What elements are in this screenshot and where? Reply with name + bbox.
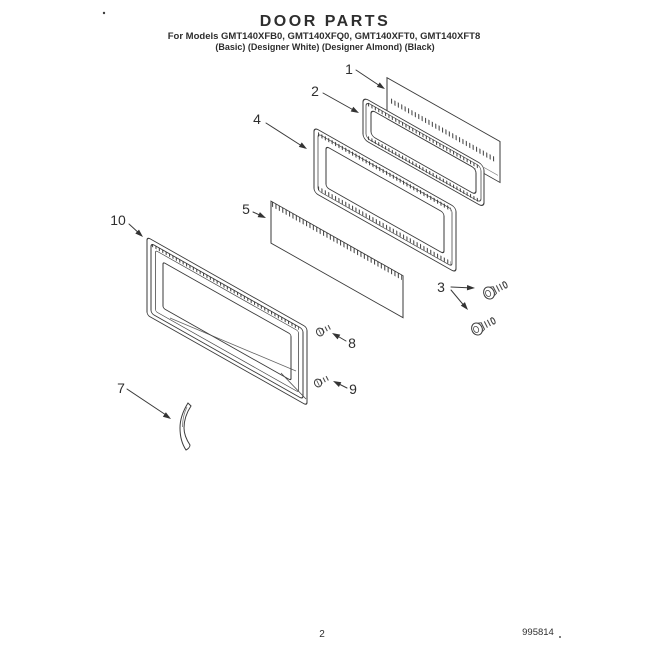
arrowhead [298, 142, 307, 149]
arrowhead [332, 333, 341, 340]
door-panel-back-edge-line [169, 317, 297, 372]
arrowhead [460, 302, 468, 310]
callout-2: 2 [311, 83, 359, 113]
screen-sheet-hatch-edge [272, 201, 402, 281]
door-panel-outer-outline [146, 237, 308, 405]
choke-frame-mid-outline [317, 134, 453, 266]
page-title: DOOR PARTS [260, 13, 390, 30]
door-panel-corner-fold-line [280, 372, 307, 400]
part-9-screw [313, 374, 330, 388]
door-panel-face [147, 237, 307, 406]
door-frame-window [370, 110, 477, 194]
leader-line [322, 92, 358, 113]
callout-9-label: 9 [349, 381, 357, 397]
glass-panel-hatch-band [391, 98, 496, 163]
arrowhead [333, 381, 342, 388]
door-panel-interior-lines [169, 317, 307, 400]
callout-7: 7 [117, 380, 171, 419]
callout-3-label: 3 [437, 279, 445, 295]
models-line: For Models GMT140XFB0, GMT140XFQ0, GMT14… [168, 31, 481, 42]
callout-7-label: 7 [117, 380, 125, 396]
arrowhead [350, 106, 359, 113]
callout-10-label: 10 [110, 212, 126, 228]
scan-speck [559, 636, 561, 638]
door-hook-outline [179, 402, 192, 451]
door-frame-outer-outline [362, 98, 485, 206]
part-4-choke-frame [313, 127, 457, 273]
callout-3: 3 [437, 279, 475, 310]
arrowhead [257, 212, 266, 218]
part-3-latch-screws [470, 279, 510, 337]
latch-screw-upper [482, 279, 510, 301]
footer-page-number: 2 [319, 629, 325, 640]
callout-5-label: 5 [242, 201, 250, 217]
part-10-door-panel [146, 237, 308, 406]
part-7-door-hook [179, 402, 192, 451]
footer-doc-number: 995814 [522, 627, 554, 638]
arrowhead [466, 285, 475, 291]
scan-speck [102, 11, 106, 15]
part-8-screw [315, 323, 332, 337]
arrowhead [376, 82, 385, 89]
screen-sheet-outline [270, 200, 404, 319]
door-panel-third-outline [155, 250, 299, 392]
callout-4: 4 [253, 111, 307, 149]
callout-4-label: 4 [253, 111, 261, 127]
callout-1-label: 1 [345, 61, 353, 77]
arrowhead [135, 229, 143, 237]
callout-1: 1 [345, 61, 385, 89]
callout-9: 9 [333, 381, 357, 397]
door-frame-bottom-hatch [368, 136, 479, 203]
callout-10: 10 [110, 212, 143, 237]
arrowhead [162, 412, 171, 419]
choke-frame-outer-outline [313, 128, 457, 272]
leader-line [265, 122, 306, 149]
callout-5: 5 [242, 201, 266, 218]
leader-line [126, 388, 170, 418]
title-block: DOOR PARTS For Models GMT140XFB0, GMT140… [168, 13, 481, 52]
callout-2-label: 2 [311, 83, 319, 99]
latch-screw-lower [470, 315, 498, 337]
parts-group [146, 76, 501, 406]
callout-8-label: 8 [348, 335, 356, 351]
door-hook-inner-line [182, 406, 188, 428]
color-variants-line: (Basic) (Designer White) (Designer Almon… [215, 42, 434, 52]
part-2-door-frame [362, 97, 485, 208]
door-panel-window [162, 262, 292, 381]
callout-8: 8 [332, 333, 356, 351]
footer: 2 995814 [319, 627, 561, 640]
door-panel-top-hatch [152, 243, 299, 330]
part-5-screen-sheet [270, 200, 404, 319]
door-frame-top-hatch [368, 102, 479, 169]
choke-frame-window [325, 146, 445, 254]
